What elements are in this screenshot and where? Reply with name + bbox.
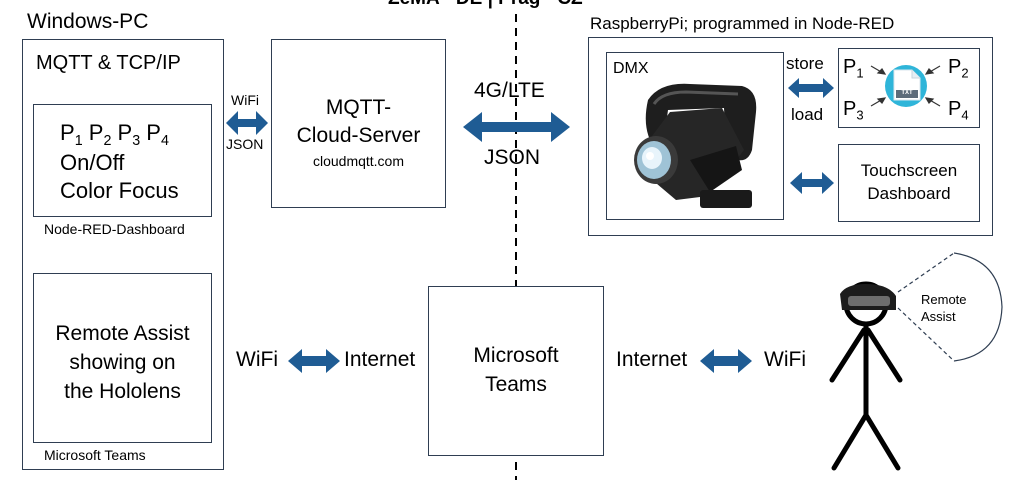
link-cloud-pi-top-label: 4G/LTE bbox=[474, 79, 545, 102]
header-title: ZeMA - DE | Prag - CZ bbox=[388, 0, 583, 10]
store-label: store bbox=[786, 54, 824, 73]
bottom-left-internet-label: Internet bbox=[344, 348, 416, 371]
bottom-right-wifi-label: WiFi bbox=[764, 348, 806, 371]
bottom-left-wifi-label: WiFi bbox=[236, 348, 278, 371]
microsoft-teams-box bbox=[428, 286, 604, 456]
remote-assist-line2: showing on bbox=[69, 351, 176, 374]
remote-assist-view-line1: Remote bbox=[921, 292, 967, 307]
pi-preset-p3: P3 bbox=[843, 98, 864, 123]
node-red-dashboard-box bbox=[33, 104, 212, 217]
preset-p4: P4 bbox=[146, 120, 169, 149]
raspberry-title: RaspberryPi; programmed in Node-RED bbox=[590, 14, 895, 33]
dashboard-onoff-label: On/Off bbox=[60, 150, 125, 175]
pi-preset-p2: P2 bbox=[948, 56, 969, 81]
arrow-bottom-right bbox=[700, 349, 752, 373]
remote-assist-line3: the Hololens bbox=[64, 380, 181, 403]
bottom-right-internet-label: Internet bbox=[616, 348, 688, 371]
mqtt-cloud-server-box bbox=[271, 39, 446, 208]
person-with-hololens-figure bbox=[829, 281, 903, 471]
dashboard-presets-line: P1 P2 P3 P4 bbox=[60, 120, 169, 149]
link-cloud-pi-bottom-label: JSON bbox=[484, 146, 541, 169]
pi-preset-p4: P4 bbox=[948, 98, 969, 123]
dashboard-color-focus-label: Color Focus bbox=[60, 178, 179, 203]
arrow-touchscreen bbox=[790, 172, 834, 194]
link-pc-cloud-top-label: WiFi bbox=[231, 92, 259, 108]
load-label: load bbox=[791, 105, 824, 124]
cloud-server-line1: MQTT- bbox=[325, 96, 392, 119]
txt-file-icon-label: TXT bbox=[901, 90, 913, 96]
hololens-view-cone bbox=[897, 252, 1003, 362]
dmx-label: DMX bbox=[613, 60, 649, 77]
raspberry-box bbox=[588, 37, 993, 236]
touchscreen-line1: Touchscreen bbox=[860, 161, 958, 180]
remote-assist-line1: Remote Assist bbox=[55, 322, 190, 345]
presets-box bbox=[838, 48, 980, 128]
preset-p3: P3 bbox=[117, 120, 141, 149]
hololens-headset bbox=[840, 284, 896, 310]
arrow-bottom-left bbox=[288, 349, 340, 373]
preset-p2: P2 bbox=[88, 120, 112, 149]
cloud-server-line2: Cloud-Server bbox=[296, 124, 421, 147]
txt-file-icon bbox=[885, 65, 927, 107]
remote-assist-box bbox=[33, 273, 212, 443]
protocol-label: MQTT & TCP/IP bbox=[36, 52, 181, 74]
touchscreen-line2: Dashboard bbox=[867, 184, 951, 203]
preset-arrows bbox=[870, 65, 941, 107]
arrow-cloud-pi bbox=[463, 112, 570, 142]
windows-pc-title: Windows-PC bbox=[27, 10, 149, 33]
link-pc-cloud-bottom-label: JSON bbox=[226, 136, 264, 152]
teams-line2: Teams bbox=[485, 373, 547, 396]
cloud-server-url: cloudmqtt.com bbox=[312, 153, 405, 169]
dmx-light-image bbox=[612, 78, 782, 216]
arrow-pc-cloud bbox=[226, 111, 268, 135]
teams-line1: Microsoft bbox=[473, 344, 559, 367]
node-red-dashboard-label: Node-RED-Dashboard bbox=[44, 221, 185, 237]
preset-p1: P1 bbox=[60, 120, 83, 149]
microsoft-teams-label: Microsoft Teams bbox=[44, 447, 146, 463]
pi-preset-p1: P1 bbox=[843, 56, 864, 81]
arrow-store-load bbox=[788, 78, 834, 98]
touchscreen-dashboard-box bbox=[838, 144, 980, 222]
remote-assist-view-line2: Assist bbox=[921, 309, 956, 324]
dmx-box bbox=[606, 52, 784, 220]
